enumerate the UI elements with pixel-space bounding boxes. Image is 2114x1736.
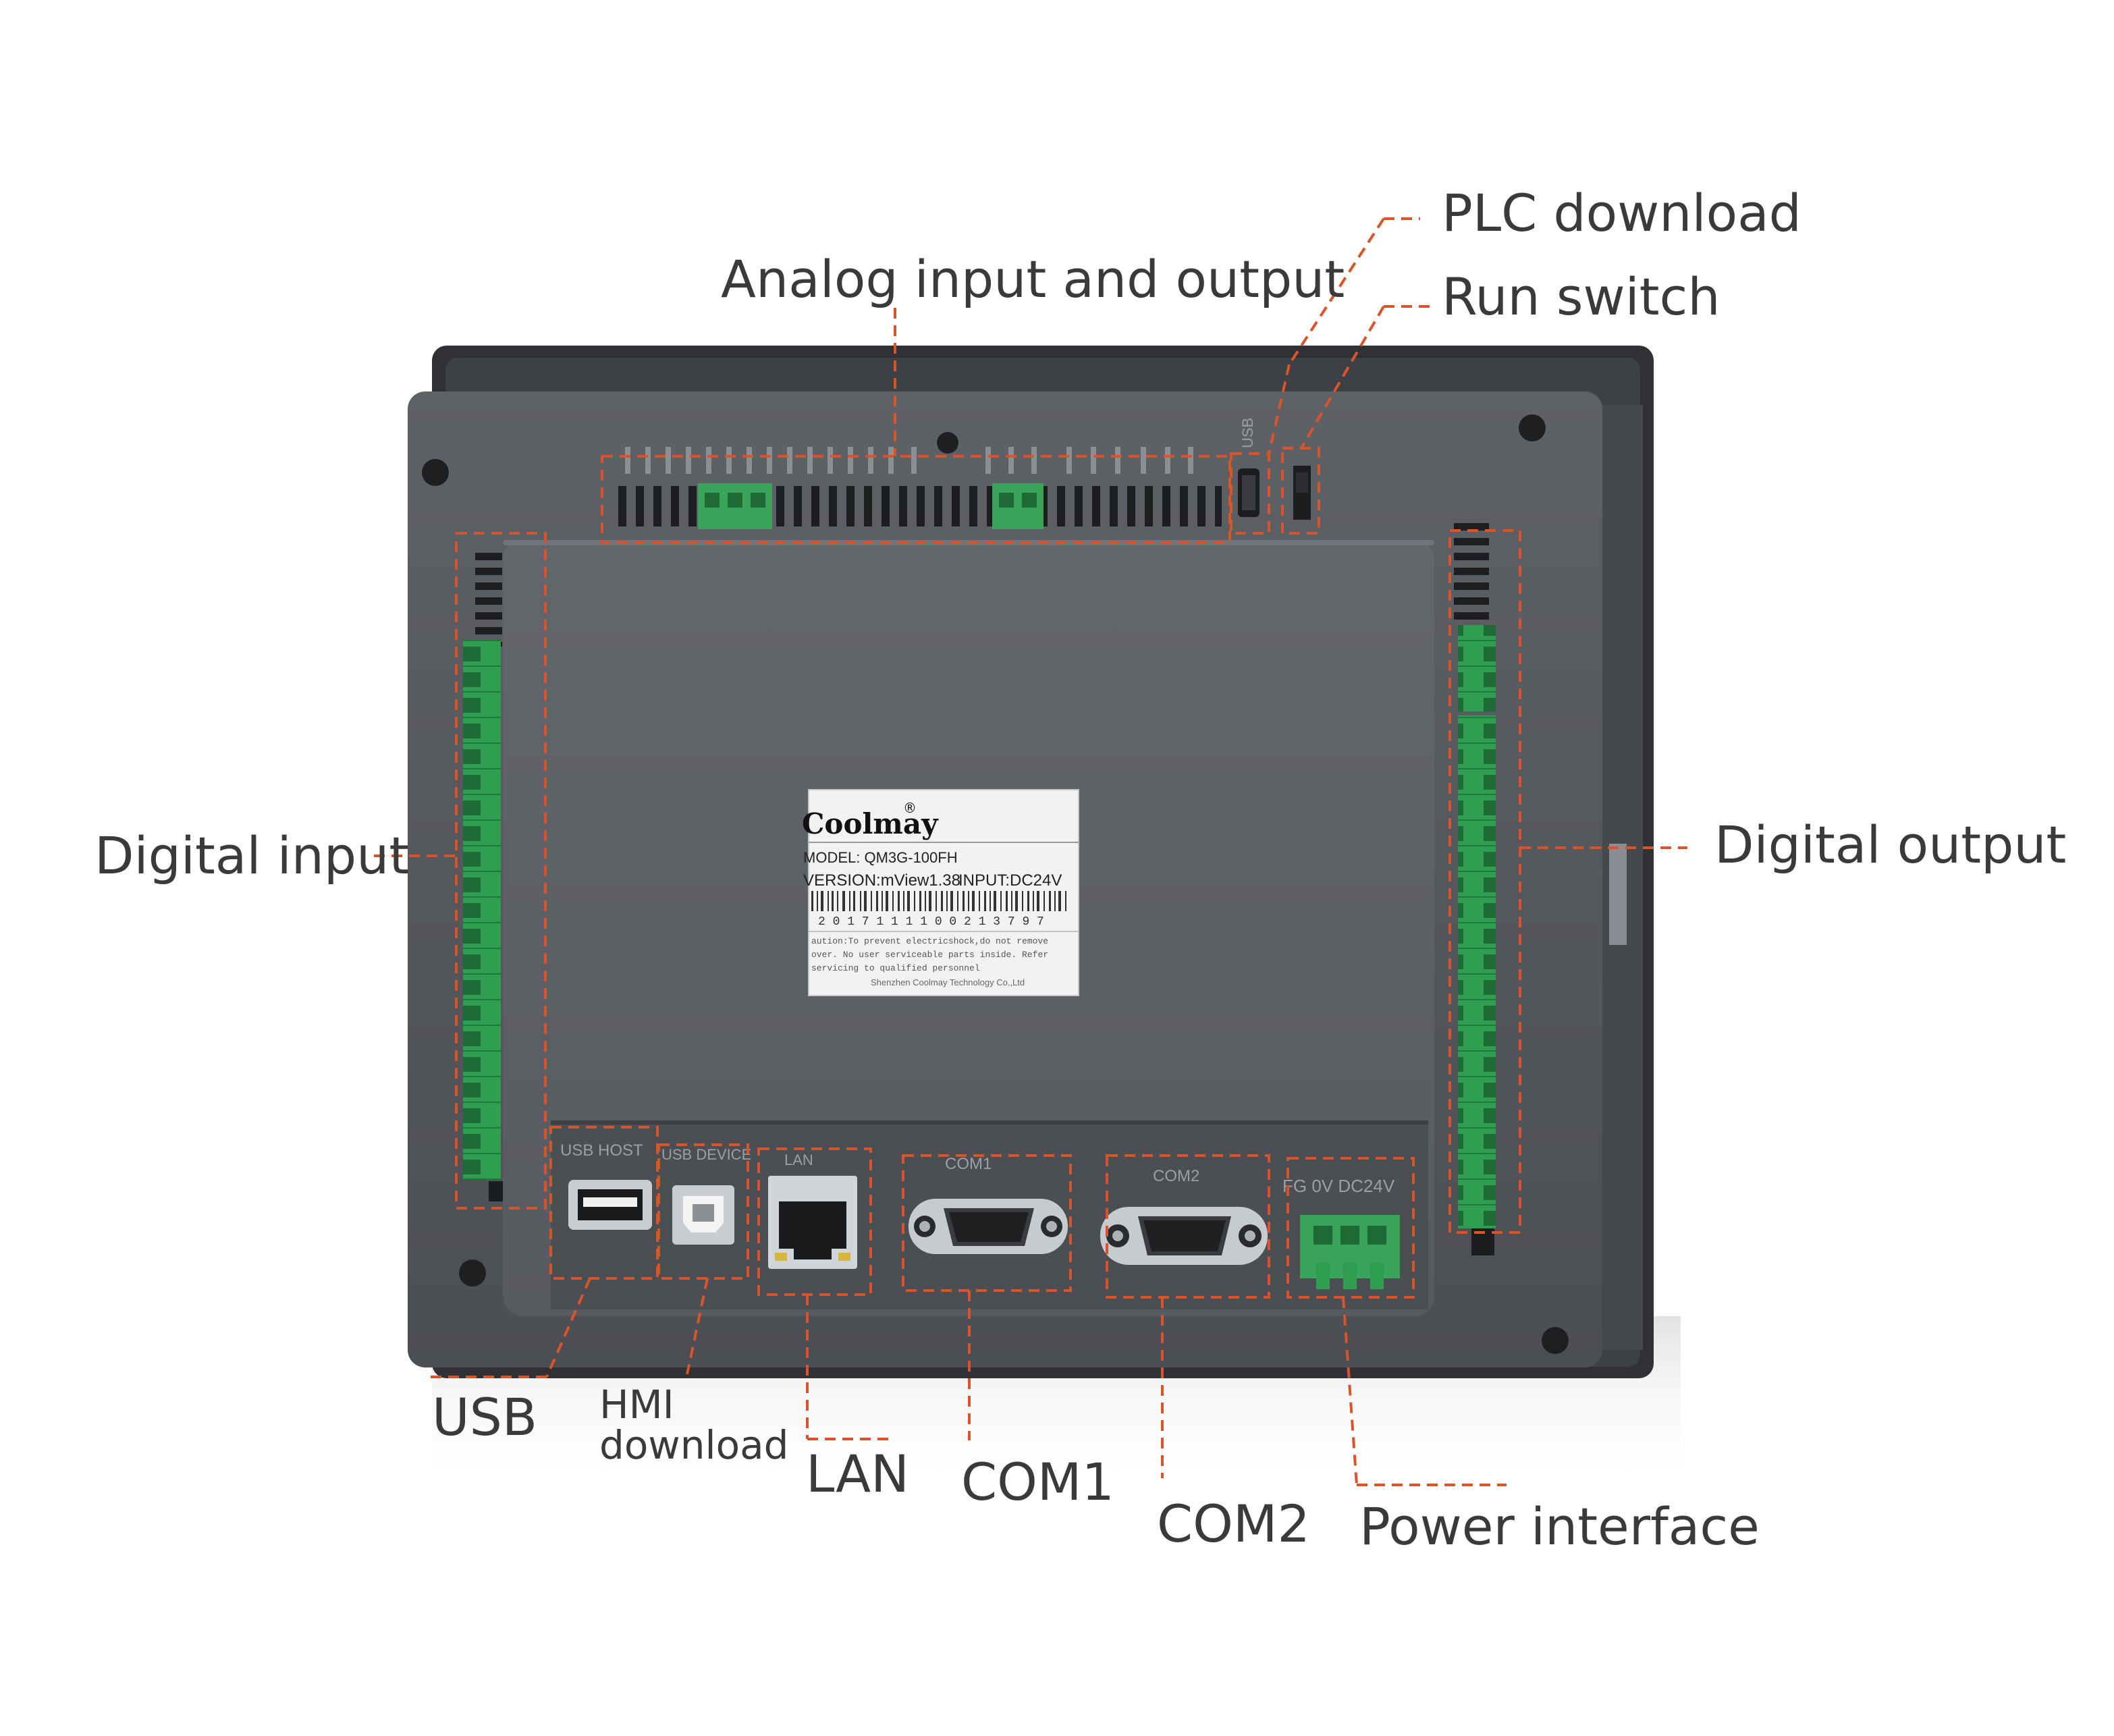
hmi-download-box — [657, 1143, 749, 1280]
callout-com1: COM1 — [961, 1452, 1114, 1512]
callout-lan: LAN — [806, 1444, 909, 1504]
manufacturer: Shenzhen Coolmay Technology Co.,Ltd — [871, 977, 1025, 987]
usb-device-label: USB DEVICE — [661, 1146, 751, 1163]
caution-line-1: aution:To prevent electricshock,do not r… — [811, 936, 1048, 946]
product-label: Coolmay ® MODEL: QM3G-100FH VERSION:mVie… — [802, 789, 1079, 996]
usb-small-label: USB — [1239, 418, 1256, 448]
lan-port-label: LAN — [784, 1151, 813, 1168]
callout-hmi-download-line2: download — [599, 1422, 789, 1468]
com1-port[interactable] — [909, 1199, 1068, 1254]
usb-host-port[interactable] — [568, 1180, 652, 1230]
com1-port-label: COM1 — [945, 1155, 992, 1173]
callout-com2: COM2 — [1157, 1494, 1310, 1554]
callout-usb: USB — [432, 1387, 538, 1447]
callout-analog-io: Analog input and output — [721, 249, 1345, 309]
caution-line-2: over. No user serviceable parts inside. … — [811, 950, 1048, 960]
screw-icon — [937, 432, 958, 454]
analog-io-box — [601, 455, 1231, 544]
callout-power-interface: Power interface — [1359, 1496, 1760, 1556]
com2-port-label: COM2 — [1153, 1167, 1199, 1185]
callout-digital-input: Digital input — [94, 825, 410, 886]
power-box — [1286, 1157, 1415, 1299]
model-text: MODEL: QM3G-100FH — [803, 849, 958, 866]
input-text: INPUT:DC24V — [958, 871, 1062, 890]
digital-input-box — [455, 532, 547, 1210]
usb-host-label: USB HOST — [560, 1141, 643, 1160]
callout-hmi-download-line1: HMI — [599, 1382, 674, 1428]
screw-icon — [1542, 1327, 1569, 1354]
screw-icon — [422, 459, 449, 486]
power-terminal[interactable] — [1300, 1215, 1400, 1289]
screw-icon — [459, 1259, 486, 1286]
callout-leaders — [374, 217, 1687, 1486]
callout-digital-output: Digital output — [1714, 815, 2067, 875]
version-text: VERSION:mView1.38 — [803, 871, 960, 890]
digital-output-terminals — [1458, 715, 1496, 1228]
registered-mark: ® — [903, 800, 917, 816]
screw-icon — [1519, 414, 1546, 441]
run-switch-box — [1281, 447, 1320, 535]
caution-line-3: servicing to qualified personnel — [811, 963, 980, 973]
lan-port[interactable] — [768, 1176, 857, 1269]
plc-download-box — [1230, 452, 1270, 535]
digital-output-terminals-top — [1458, 625, 1496, 711]
left-vents — [475, 545, 502, 647]
com2-box — [1106, 1154, 1270, 1299]
serial-number: 2 0 1 7 1 1 1 1 0 0 2 1 3 7 9 7 — [818, 915, 1044, 929]
power-port-label: FG 0V DC24V — [1282, 1176, 1395, 1196]
right-vents — [1454, 520, 1489, 625]
com2-port[interactable] — [1100, 1207, 1268, 1265]
callout-plc-download: PLC download — [1442, 183, 1801, 243]
brand-name: Coolmay — [802, 807, 939, 840]
com1-box — [902, 1154, 1072, 1292]
digital-output-box — [1448, 529, 1521, 1234]
digital-input-terminals — [463, 640, 501, 1180]
callout-run-switch: Run switch — [1442, 267, 1720, 327]
usb-device-port[interactable] — [672, 1185, 734, 1245]
lan-box — [757, 1147, 872, 1296]
